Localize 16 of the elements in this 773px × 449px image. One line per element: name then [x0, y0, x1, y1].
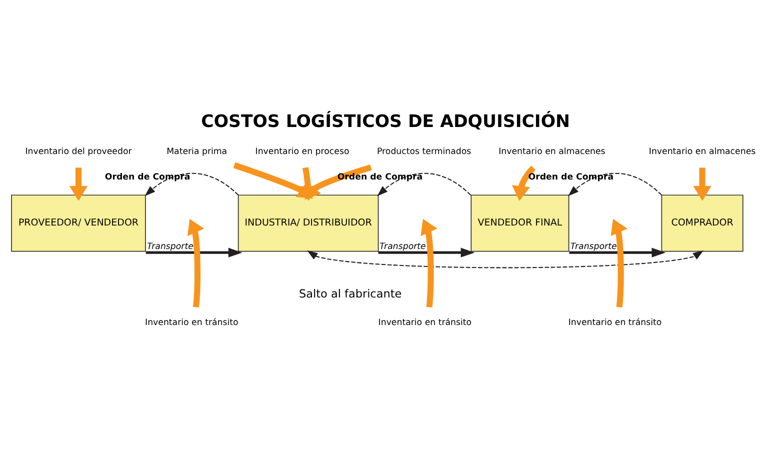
edge-label: Orden de Compra [104, 172, 190, 182]
node-text: Inventario en proceso [255, 147, 350, 158]
node-text: Materia prima [166, 147, 228, 158]
diagram-title: COSTOS LOGÍSTICOS DE ADQUISICIÓN [201, 112, 570, 132]
edge-label: Transporte [570, 242, 617, 252]
edge-label: Orden de Compra [528, 172, 614, 182]
node-text: Productos terminados [377, 147, 472, 158]
edge-label: Transporte [147, 242, 194, 252]
edge-label: Transporte [379, 242, 426, 252]
node-text: Inventario en tránsito [378, 318, 472, 328]
node-text: Inventario en tránsito [145, 318, 238, 328]
node-text: Inventario del proveedor [25, 147, 132, 158]
edge-label: Salto al fabricante [299, 288, 402, 301]
node-text: Inventario en almacenes [498, 147, 606, 158]
node-text: Inventario en tránsito [568, 318, 662, 328]
node-text: Inventario en almacenes [648, 147, 756, 158]
